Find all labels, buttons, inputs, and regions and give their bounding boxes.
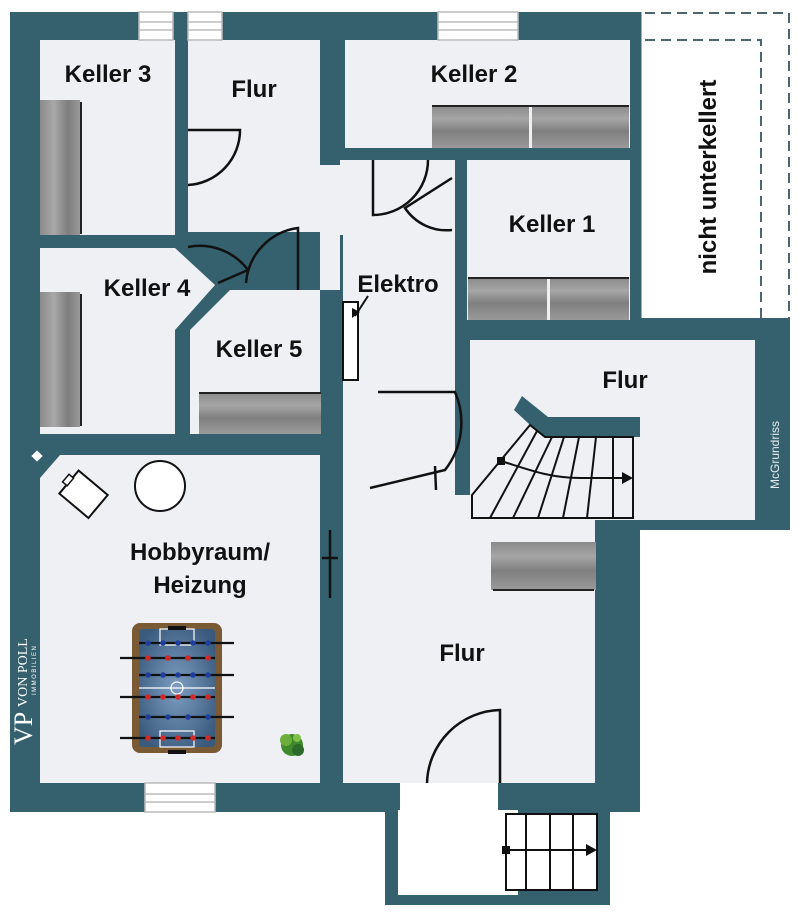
foosball-player [205,694,211,700]
label-not-basement: nicht unterkellert [695,80,722,275]
foosball-player [160,735,166,741]
foosball-player [165,655,171,661]
windows [138,11,519,813]
foosball-player [205,735,211,741]
label-flur-stairs: Flur [602,367,647,394]
unbuilt-area [638,12,790,322]
label-keller-5: Keller 5 [216,336,303,363]
electrical-panel [342,295,369,381]
floors [40,40,755,895]
doors [187,128,502,784]
logo: VP VON POLL IMMOBILIEN [9,638,38,745]
foosball-player [160,694,166,700]
shelf [550,278,629,320]
foosball-player [205,640,211,646]
plant [280,734,304,756]
foosball-player [145,714,151,720]
logo-name: VON POLL [16,638,31,707]
shelf [199,393,321,434]
shelf [432,106,529,148]
window [138,11,519,813]
foosball-player [190,694,196,700]
entrance-stairs [502,813,598,891]
foosball-player [190,735,196,741]
label-keller-1: Keller 1 [509,211,596,238]
logo-mark: VP [9,712,38,745]
label-keller-4: Keller 4 [104,275,191,302]
foosball-player [160,672,166,678]
foosball-player [145,640,151,646]
foosball-player [160,640,166,646]
label-keller-2: Keller 2 [431,61,518,88]
credit-text: McGrundriss [768,421,782,489]
foosball-player [175,640,181,646]
staircase [471,396,640,519]
foosball-player [175,672,181,678]
label-keller-3: Keller 3 [65,61,152,88]
label-flur-top: Flur [231,76,276,103]
shelf [491,542,596,590]
label-heizung: Heizung [153,572,246,599]
shelf [468,278,547,320]
foosball-player [205,655,211,661]
foosball-player [175,735,181,741]
foosball-player [190,640,196,646]
foosball-player [175,694,181,700]
foosball-player [205,672,211,678]
foosball-player [145,735,151,741]
heating-equipment [31,450,186,520]
shelf [40,292,80,427]
foosball-table [120,623,234,754]
label-hobbyraum: Hobbyraum/ [130,539,270,566]
foosball-player [165,714,171,720]
logo-sub: IMMOBILIEN [32,645,38,695]
shelf [40,100,80,235]
foosball-player [145,694,151,700]
foosball-player [190,672,196,678]
label-flur-entry: Flur [439,640,484,667]
label-elektro: Elektro [357,271,438,298]
foosball-player [185,655,191,661]
foosball-player [145,672,151,678]
foosball-player [185,714,191,720]
shelves [40,100,629,591]
foosball-player [205,714,211,720]
shelf [532,106,629,148]
foosball-player [145,655,151,661]
room-labels: Keller 3 Flur Keller 2 Keller 1 Keller 4… [65,61,782,667]
